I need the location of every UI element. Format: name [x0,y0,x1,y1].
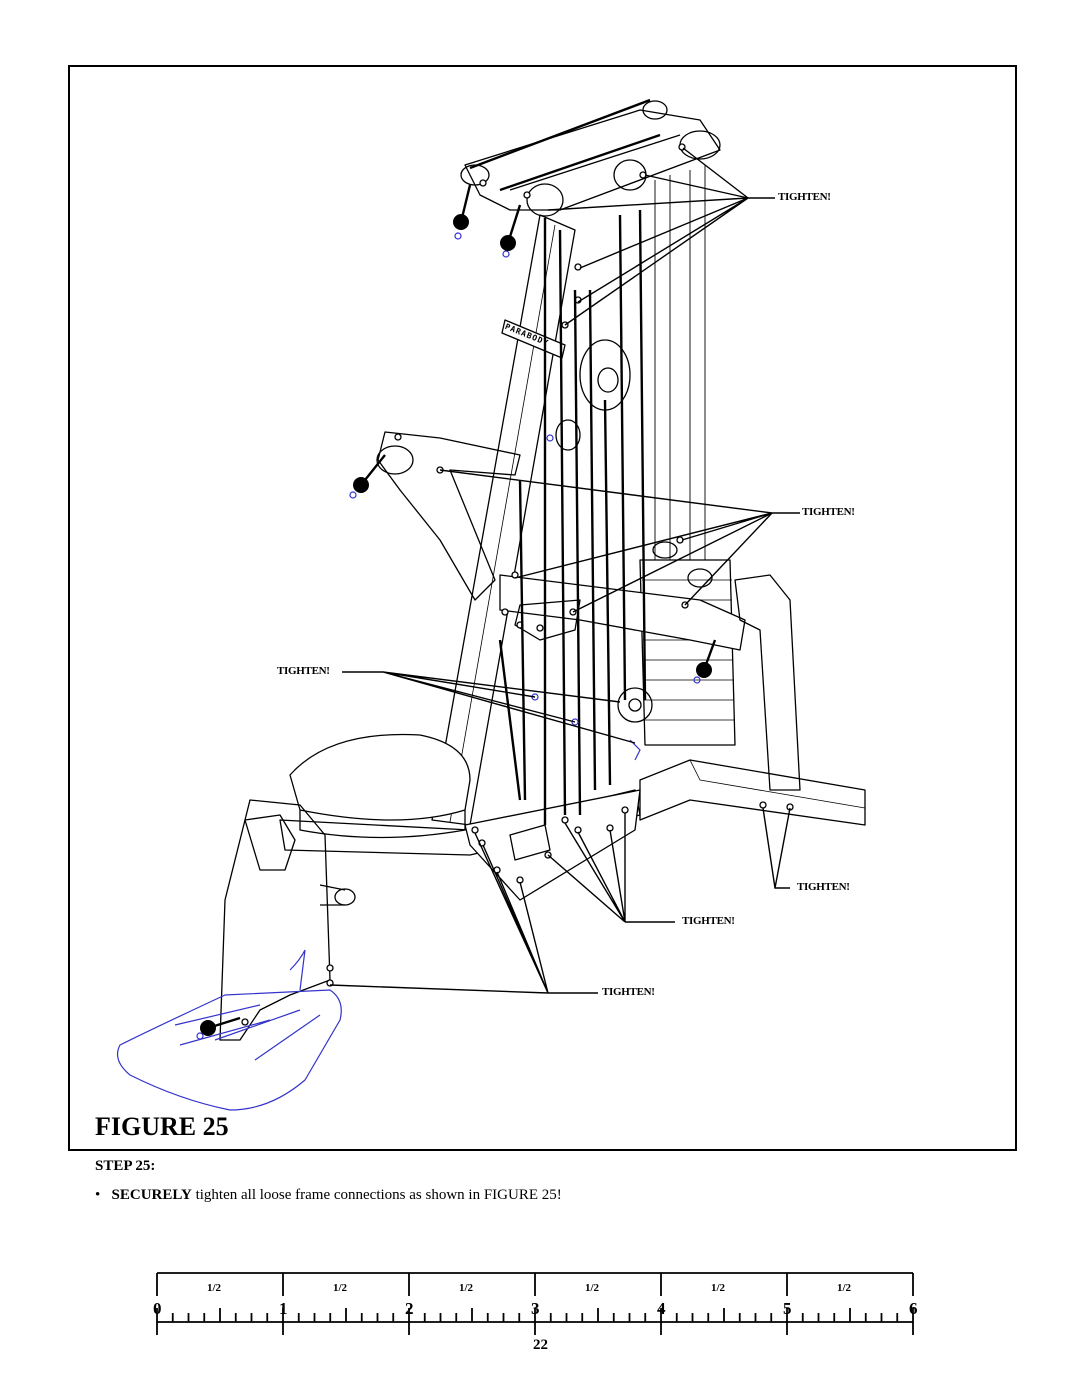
ruler-half-label: 1/2 [837,1282,852,1294]
step-instruction-text: tighten all loose frame connections as s… [191,1187,562,1203]
ruler-number: 4 [657,1299,666,1318]
figure-caption: FIGURE 25 [95,1112,229,1141]
ruler-half-label: 1/2 [459,1282,474,1294]
step-instruction: • SECURELY tighten all loose frame conne… [95,1187,562,1204]
ruler-half-label: 1/2 [585,1282,600,1294]
ruler-number: 5 [783,1299,792,1318]
ruler-number: 1 [279,1299,288,1318]
tighten-callout-top: TIGHTEN! [778,191,831,203]
page-number: 22 [533,1337,548,1353]
figure-frame [68,65,1017,1151]
tighten-callout-bottom: TIGHTEN! [602,986,655,998]
ruler-number: 2 [405,1299,414,1318]
step-emphasis: SECURELY [111,1187,192,1203]
ruler-half-label: 1/2 [333,1282,348,1294]
ruler-number: 3 [531,1299,540,1318]
step-heading: STEP 25: [95,1158,156,1174]
ruler-number: 6 [909,1299,918,1318]
ruler-number: 0 [153,1299,162,1318]
tighten-callout-base: TIGHTEN! [797,881,850,893]
tighten-callout-left: TIGHTEN! [277,665,330,677]
ruler-half-label: 1/2 [711,1282,726,1294]
bullet-icon: • [95,1187,112,1203]
tighten-callout-middle: TIGHTEN! [802,506,855,518]
ruler-half-label: 1/2 [207,1282,222,1294]
tighten-callout-plate: TIGHTEN! [682,915,735,927]
